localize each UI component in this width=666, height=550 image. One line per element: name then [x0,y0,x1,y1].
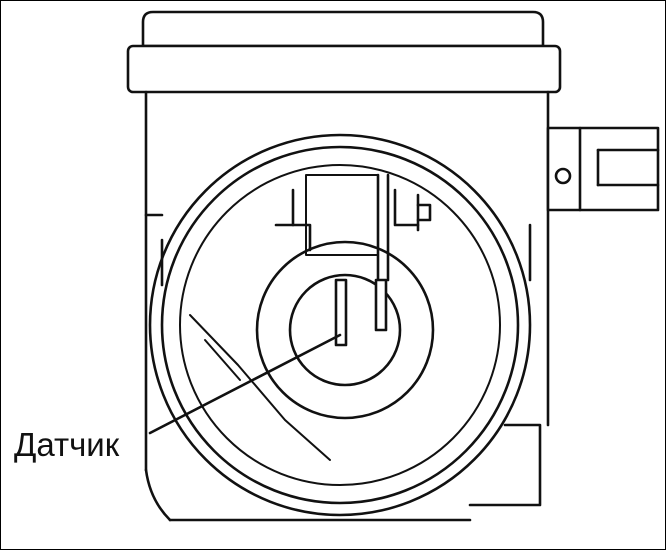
housing-flange [126,44,562,94]
housing-top-cap [141,10,545,48]
side-connector [546,126,660,212]
bore-outer-ring [148,133,532,517]
sensor-mount [274,173,432,282]
bore-shadow-lines [189,314,331,461]
housing-bottom-step [468,423,542,507]
sensor-probes [334,278,388,347]
sensor-hub [255,240,435,420]
callout-leader [148,333,342,435]
sensor-callout-label: Датчик [14,426,120,463]
housing-bottom [144,468,472,522]
